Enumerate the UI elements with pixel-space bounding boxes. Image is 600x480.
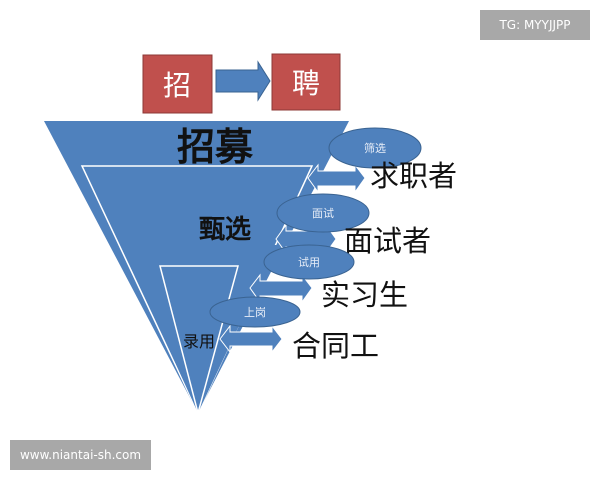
stage-action: 上岗 — [244, 306, 266, 319]
stage-action: 筛选 — [364, 141, 386, 155]
stage-action: 面试 — [312, 207, 334, 220]
stage-result: 面试者 — [344, 224, 431, 258]
stage-result: 求职者 — [370, 159, 457, 193]
stage-result: 合同工 — [292, 329, 379, 363]
stage-action: 试用 — [298, 256, 320, 269]
funnel-label-recruit: 招募 — [177, 124, 254, 169]
watermark-badge-site: www.niantai-sh.com — [10, 440, 151, 470]
stage-ellipse-onboard — [209, 296, 301, 328]
stage-result: 实习生 — [321, 278, 408, 312]
stage-ellipse-screening — [328, 127, 422, 169]
watermark-badge-tg: TG: MYYJJPP — [480, 10, 590, 40]
hire-box — [271, 53, 341, 111]
hire-box-label: 聘 — [292, 67, 320, 100]
stage-ellipse-probation — [263, 244, 355, 280]
funnel-label-screen: 甄选 — [199, 215, 251, 245]
right-arrow-icon — [215, 60, 271, 102]
double-arrow-icon — [307, 163, 366, 194]
double-arrow-icon — [219, 324, 283, 354]
recruit-box — [142, 54, 213, 114]
recruit-box-label: 招 — [163, 69, 191, 102]
funnel-label-hire: 录用 — [183, 332, 215, 351]
stage-ellipse-interview — [276, 193, 370, 233]
